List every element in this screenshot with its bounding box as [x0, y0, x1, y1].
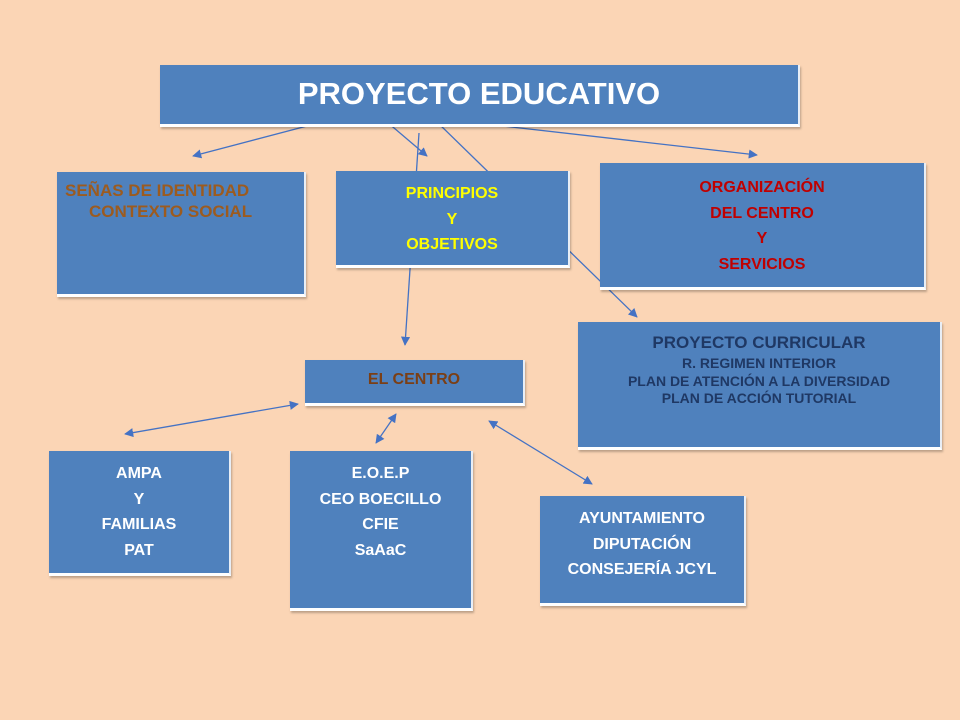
- arrow-centro-eoep: [375, 413, 397, 444]
- box-organizacion-centro: ORGANIZACIÓN DEL CENTRO Y SERVICIOS: [600, 163, 926, 290]
- eoep-line: CEO BOECILLO: [319, 490, 442, 508]
- arrow-to-organizacion: [484, 123, 758, 159]
- eoep-line: E.O.E.P: [351, 465, 410, 482]
- principios-line: PRINCIPIOS: [405, 185, 499, 202]
- ayuntamiento-line: CONSEJERÍA JCYL: [567, 561, 717, 579]
- arrow-to-senas: [192, 125, 308, 159]
- arrow-to-principios: [386, 121, 428, 157]
- box-principios-objetivos: PRINCIPIOS Y OBJETIVOS: [336, 171, 570, 268]
- organizacion-line: Y: [756, 230, 768, 248]
- senas-line: SEÑAS DE IDENTIDAD: [65, 181, 250, 200]
- ayuntamiento-line: DIPUTACIÓN: [592, 535, 692, 553]
- box-senas-identidad: SEÑAS DE IDENTIDAD CONTEXTO SOCIAL: [57, 172, 306, 297]
- organizacion-line: SERVICIOS: [718, 255, 806, 273]
- box-proyecto-educativo: PROYECTO EDUCATIVO: [160, 65, 800, 127]
- principios-line: OBJETIVOS: [406, 236, 498, 254]
- ampa-line: FAMILIAS: [101, 516, 177, 534]
- box-ayuntamiento: AYUNTAMIENTO DIPUTACIÓN CONSEJERÍA JCYL: [540, 496, 746, 606]
- curricular-line: PLAN DE ACCIÓN TUTORIAL: [661, 390, 857, 407]
- principios-line: Y: [446, 210, 458, 228]
- ampa-line: PAT: [124, 541, 154, 559]
- organizacion-line: DEL CENTRO: [710, 204, 814, 222]
- ayuntamiento-line: AYUNTAMIENTO: [579, 510, 705, 527]
- curricular-line: R. REGIMEN INTERIOR: [681, 355, 836, 372]
- curricular-heading: PROYECTO CURRICULAR: [652, 333, 866, 352]
- box-el-centro: EL CENTRO: [305, 360, 525, 406]
- ampa-line: Y: [133, 490, 145, 508]
- organizacion-line: ORGANIZACIÓN: [699, 179, 825, 196]
- box-eoep: E.O.E.P CEO BOECILLO CFIE SaAaC: [290, 451, 473, 611]
- eoep-line: CFIE: [362, 516, 399, 534]
- curricular-line: PLAN DE ATENCIÓN A LA DIVERSIDAD: [627, 372, 891, 389]
- box-ampa-familias: AMPA Y FAMILIAS PAT: [49, 451, 231, 576]
- box-proyecto-curricular: PROYECTO CURRICULAR R. REGIMEN INTERIOR …: [578, 322, 942, 450]
- centro-text: EL CENTRO: [367, 371, 461, 388]
- ampa-line: AMPA: [116, 465, 162, 482]
- arrow-centro-ayuntamiento: [488, 420, 593, 485]
- senas-line: CONTEXTO SOCIAL: [89, 202, 253, 222]
- arrow-centro-ampa: [124, 400, 299, 438]
- eoep-line: SaAaC: [354, 541, 407, 559]
- title-text: PROYECTO EDUCATIVO: [297, 76, 661, 111]
